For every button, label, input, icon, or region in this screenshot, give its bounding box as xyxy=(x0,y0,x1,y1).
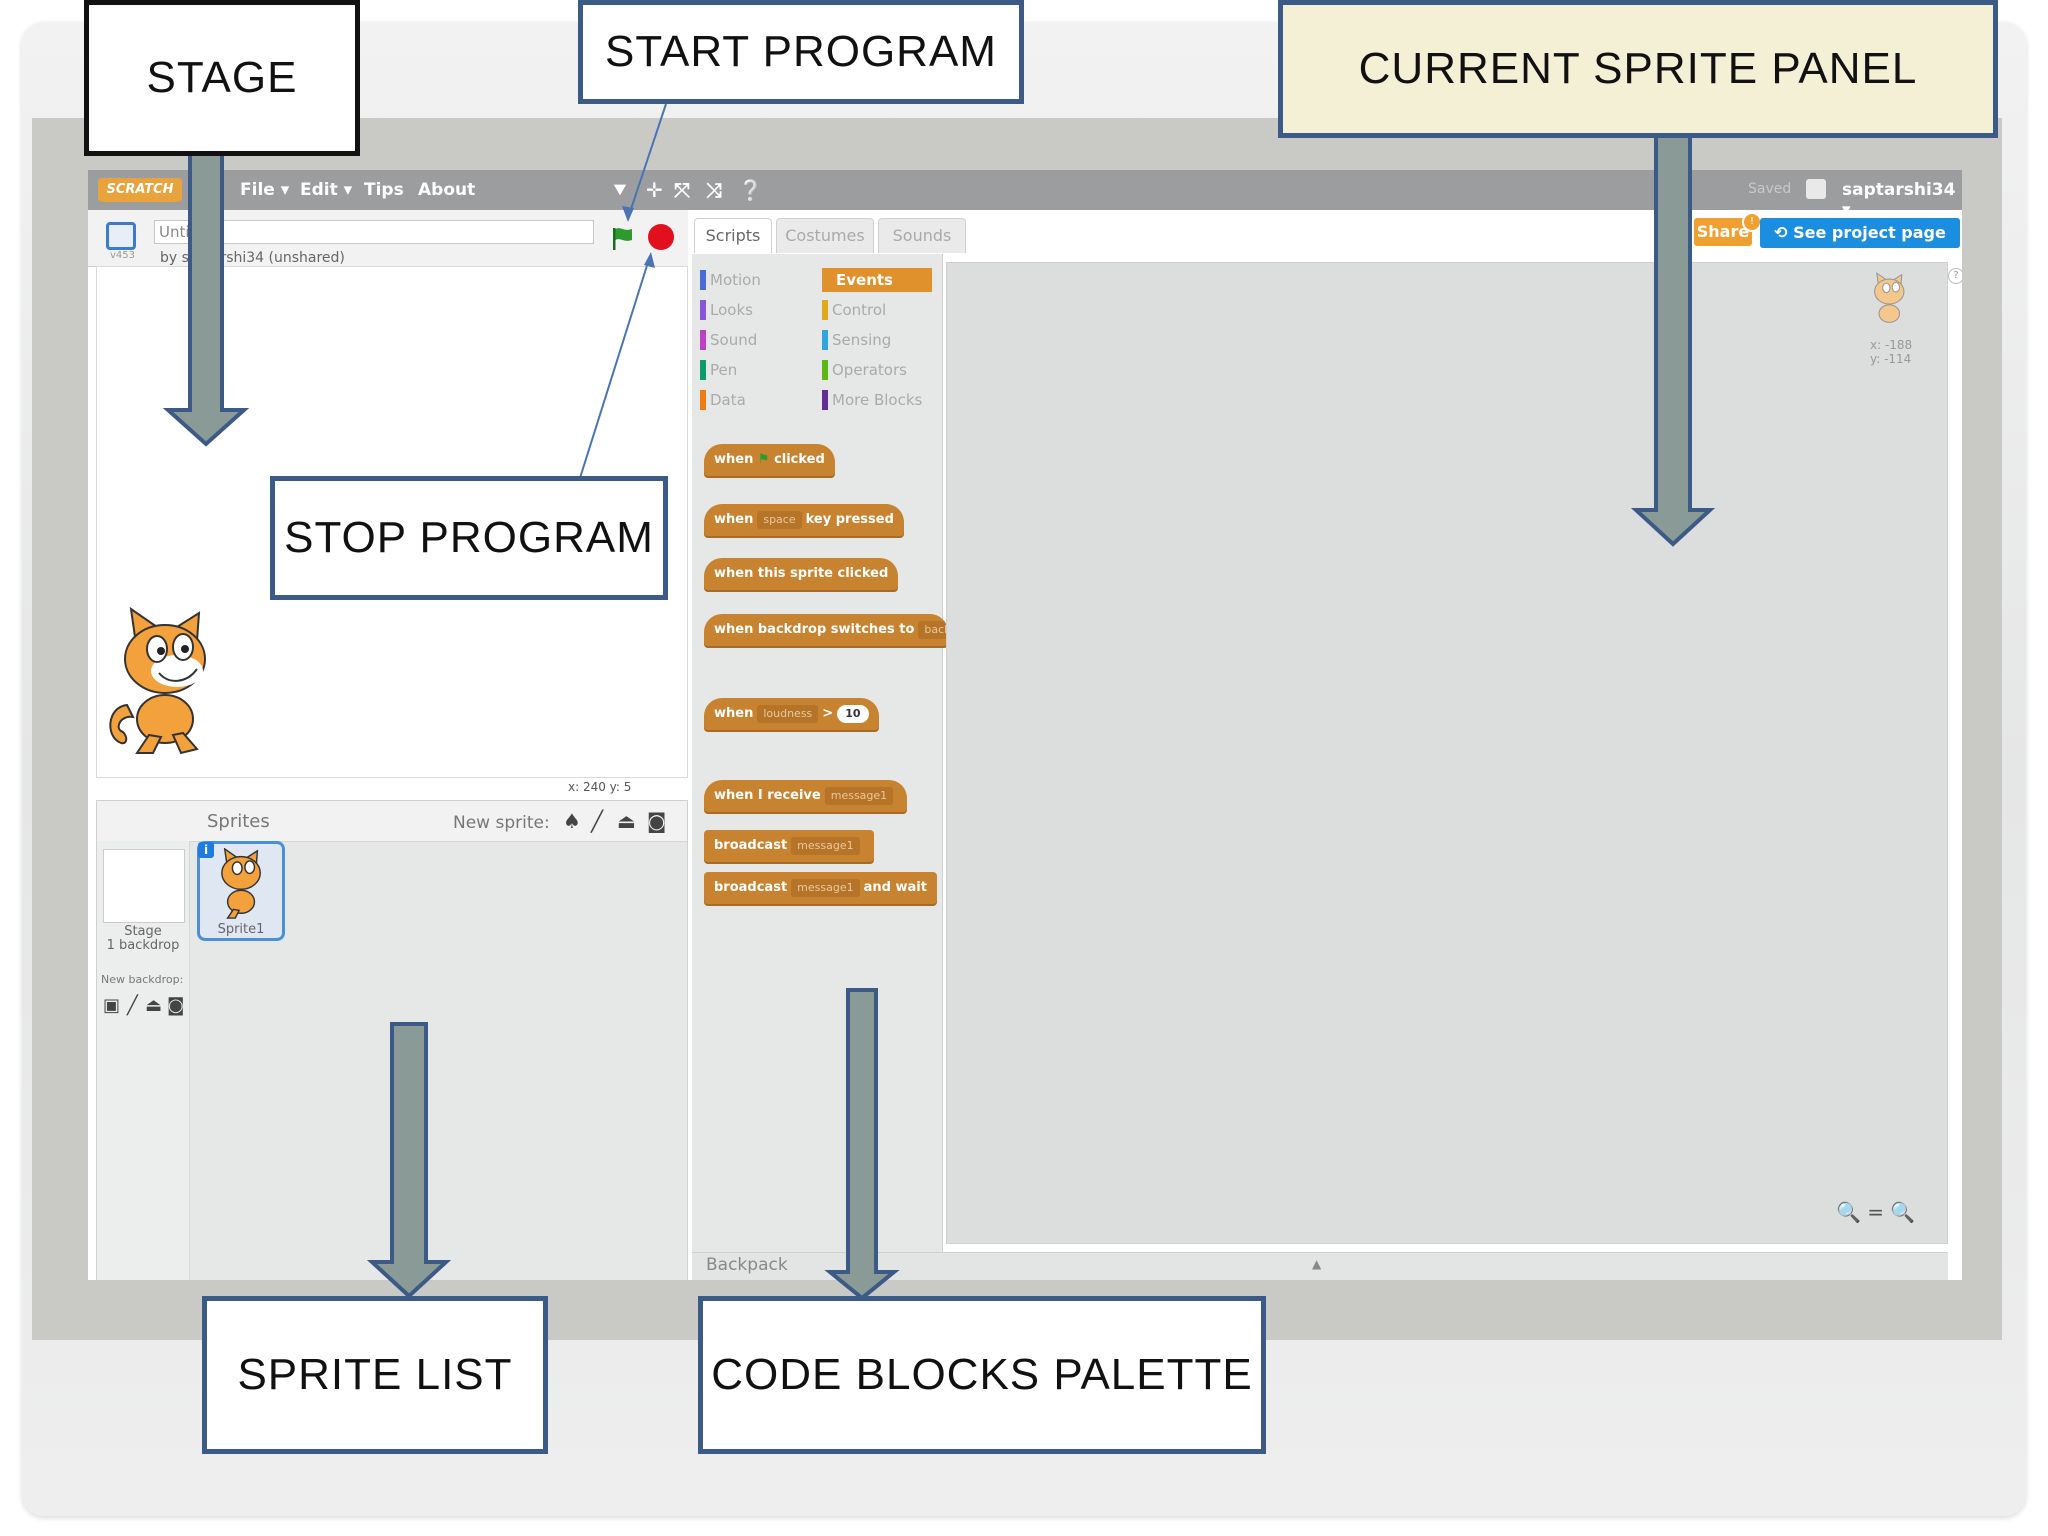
zoom-controls: 🔍 = 🔍 xyxy=(1836,1200,1915,1224)
stage-coordinates: x: 240 y: 5 xyxy=(568,780,632,794)
project-title-input[interactable] xyxy=(154,220,594,244)
stage-name: Stage xyxy=(124,924,162,939)
zoom-out-icon[interactable]: 🔍 xyxy=(1836,1200,1861,1224)
callout-current-sprite-panel: CURRENT SPRITE PANEL xyxy=(1278,0,1998,138)
category-data[interactable]: Data xyxy=(700,388,810,412)
stage-thumbnail-column: Stage 1 backdrop New backdrop: ▣ ╱ ⏏ ◙ xyxy=(97,841,190,1280)
green-flag-icon[interactable] xyxy=(608,224,636,252)
stage-thumbnail[interactable] xyxy=(103,849,185,923)
stop-sign-icon[interactable] xyxy=(648,224,674,250)
category-pen[interactable]: Pen xyxy=(700,358,810,382)
see-project-page-button[interactable]: ⟲ See project page xyxy=(1760,218,1960,248)
sprites-panel: Sprites New sprite: ♠ ╱ ⏏ ◙ Stage 1 back… xyxy=(96,800,688,1280)
block-when-sprite-clicked[interactable]: when this sprite clicked xyxy=(704,558,899,590)
paint-sprite-icon[interactable]: ╱ xyxy=(591,809,604,833)
choose-backdrop-icon[interactable]: ▣ xyxy=(103,995,121,1016)
folder-icon[interactable] xyxy=(1806,179,1826,199)
callout-code-blocks-palette: CODE BLOCKS PALETTE xyxy=(698,1296,1266,1454)
new-backdrop-label: New backdrop: xyxy=(101,973,184,986)
tab-sounds[interactable]: Sounds xyxy=(878,218,966,253)
zoom-reset-icon[interactable]: = xyxy=(1867,1200,1885,1224)
caret-up-icon[interactable]: ▲ xyxy=(1312,1257,1322,1271)
category-control[interactable]: Control xyxy=(822,298,932,322)
shrink-icon[interactable]: ⤨ xyxy=(706,178,722,202)
new-sprite-label: New sprite: xyxy=(453,813,550,833)
category-looks[interactable]: Looks xyxy=(700,298,810,322)
backdrop-count: 1 backdrop xyxy=(106,938,180,953)
stage-label: Stage 1 backdrop xyxy=(97,925,189,953)
menu-tips[interactable]: Tips xyxy=(364,180,404,200)
scratch-editor: SCRATCH File ▾ Edit ▾ Tips About ⯆ ✛ ⤧ ⤨… xyxy=(88,170,1962,1280)
duplicate-icon[interactable]: ⯆ xyxy=(612,178,628,202)
fullscreen-icon[interactable] xyxy=(106,222,136,250)
project-byline: by saptarshi34 (unshared) xyxy=(160,250,345,266)
scripts-area[interactable] xyxy=(946,262,1948,1244)
category-operators[interactable]: Operators xyxy=(822,358,932,382)
category-motion[interactable]: Motion xyxy=(700,268,810,292)
current-sprite-icon xyxy=(1874,272,1905,323)
category-events[interactable]: Events xyxy=(822,268,932,292)
callout-stage: STAGE xyxy=(84,0,360,156)
scratch-logo[interactable]: SCRATCH xyxy=(98,178,182,202)
menu-bar: SCRATCH File ▾ Edit ▾ Tips About ⯆ ✛ ⤧ ⤨… xyxy=(88,170,1962,220)
sprites-title: Sprites xyxy=(207,811,270,832)
sprite-thumbnail[interactable]: i Sprite1 xyxy=(197,841,285,941)
block-when-flag-clicked[interactable]: when ⚑ clicked xyxy=(704,444,835,476)
category-sound[interactable]: Sound xyxy=(700,328,810,352)
help-icon[interactable]: ❔ xyxy=(738,178,763,202)
cut-icon[interactable]: ✛ xyxy=(646,178,663,202)
choose-sprite-icon[interactable]: ♠ xyxy=(563,809,581,833)
menu-edit[interactable]: Edit ▾ xyxy=(300,180,353,200)
upload-backdrop-icon[interactable]: ⏏ xyxy=(145,995,163,1016)
blocks-palette: Motion Looks Sound Pen Data Events Contr… xyxy=(692,254,948,1254)
zoom-in-icon[interactable]: 🔍 xyxy=(1890,1200,1916,1224)
menu-file[interactable]: File ▾ xyxy=(240,180,290,200)
info-icon[interactable]: i xyxy=(198,842,214,858)
callout-start-program: START PROGRAM xyxy=(578,0,1024,104)
callout-sprite-list: SPRITE LIST xyxy=(202,1296,548,1454)
menu-about[interactable]: About xyxy=(418,180,476,200)
project-button-label: See project page xyxy=(1793,223,1946,242)
callout-stop-program: STOP PROGRAM xyxy=(270,476,668,600)
sprites-header: Sprites New sprite: ♠ ╱ ⏏ ◙ xyxy=(97,801,687,842)
backpack-label: Backpack xyxy=(706,1255,788,1275)
grow-icon[interactable]: ⤧ xyxy=(674,178,690,202)
backdrop-camera-icon[interactable]: ◙ xyxy=(167,995,185,1016)
tab-scripts[interactable]: Scripts xyxy=(694,218,772,253)
sprite-position: x: -188 y: -114 xyxy=(1870,338,1912,366)
stage-header: v453 by saptarshi34 (unshared) xyxy=(88,210,688,267)
share-badge: ! xyxy=(1742,212,1762,232)
sprite-x: x: -188 xyxy=(1870,338,1913,352)
user-menu[interactable]: saptarshi34 ▾ xyxy=(1842,180,1956,220)
tab-costumes[interactable]: Costumes xyxy=(776,218,874,253)
camera-icon[interactable]: ◙ xyxy=(647,809,667,833)
saved-status: Saved xyxy=(1748,181,1792,197)
paint-backdrop-icon[interactable]: ╱ xyxy=(127,995,138,1016)
scripts-help-icon[interactable]: ? xyxy=(1948,268,1962,284)
cat-thumbnail-icon xyxy=(221,848,261,919)
backpack[interactable]: Backpack ▲ xyxy=(692,1252,1948,1280)
category-sensing[interactable]: Sensing xyxy=(822,328,932,352)
upload-sprite-icon[interactable]: ⏏ xyxy=(617,809,636,833)
sprite-y: y: -114 xyxy=(1870,352,1912,366)
version-label: v453 xyxy=(110,250,136,261)
cat-sprite-icon[interactable] xyxy=(107,607,227,757)
sprite-name: Sprite1 xyxy=(217,922,265,937)
block-when-backdrop-switches[interactable]: when backdrop switches tobackdrop1 xyxy=(704,614,948,646)
remix-icon: ⟲ xyxy=(1774,223,1794,242)
category-more-blocks[interactable]: More Blocks xyxy=(822,388,932,412)
flag-icon: ⚑ xyxy=(757,452,770,467)
